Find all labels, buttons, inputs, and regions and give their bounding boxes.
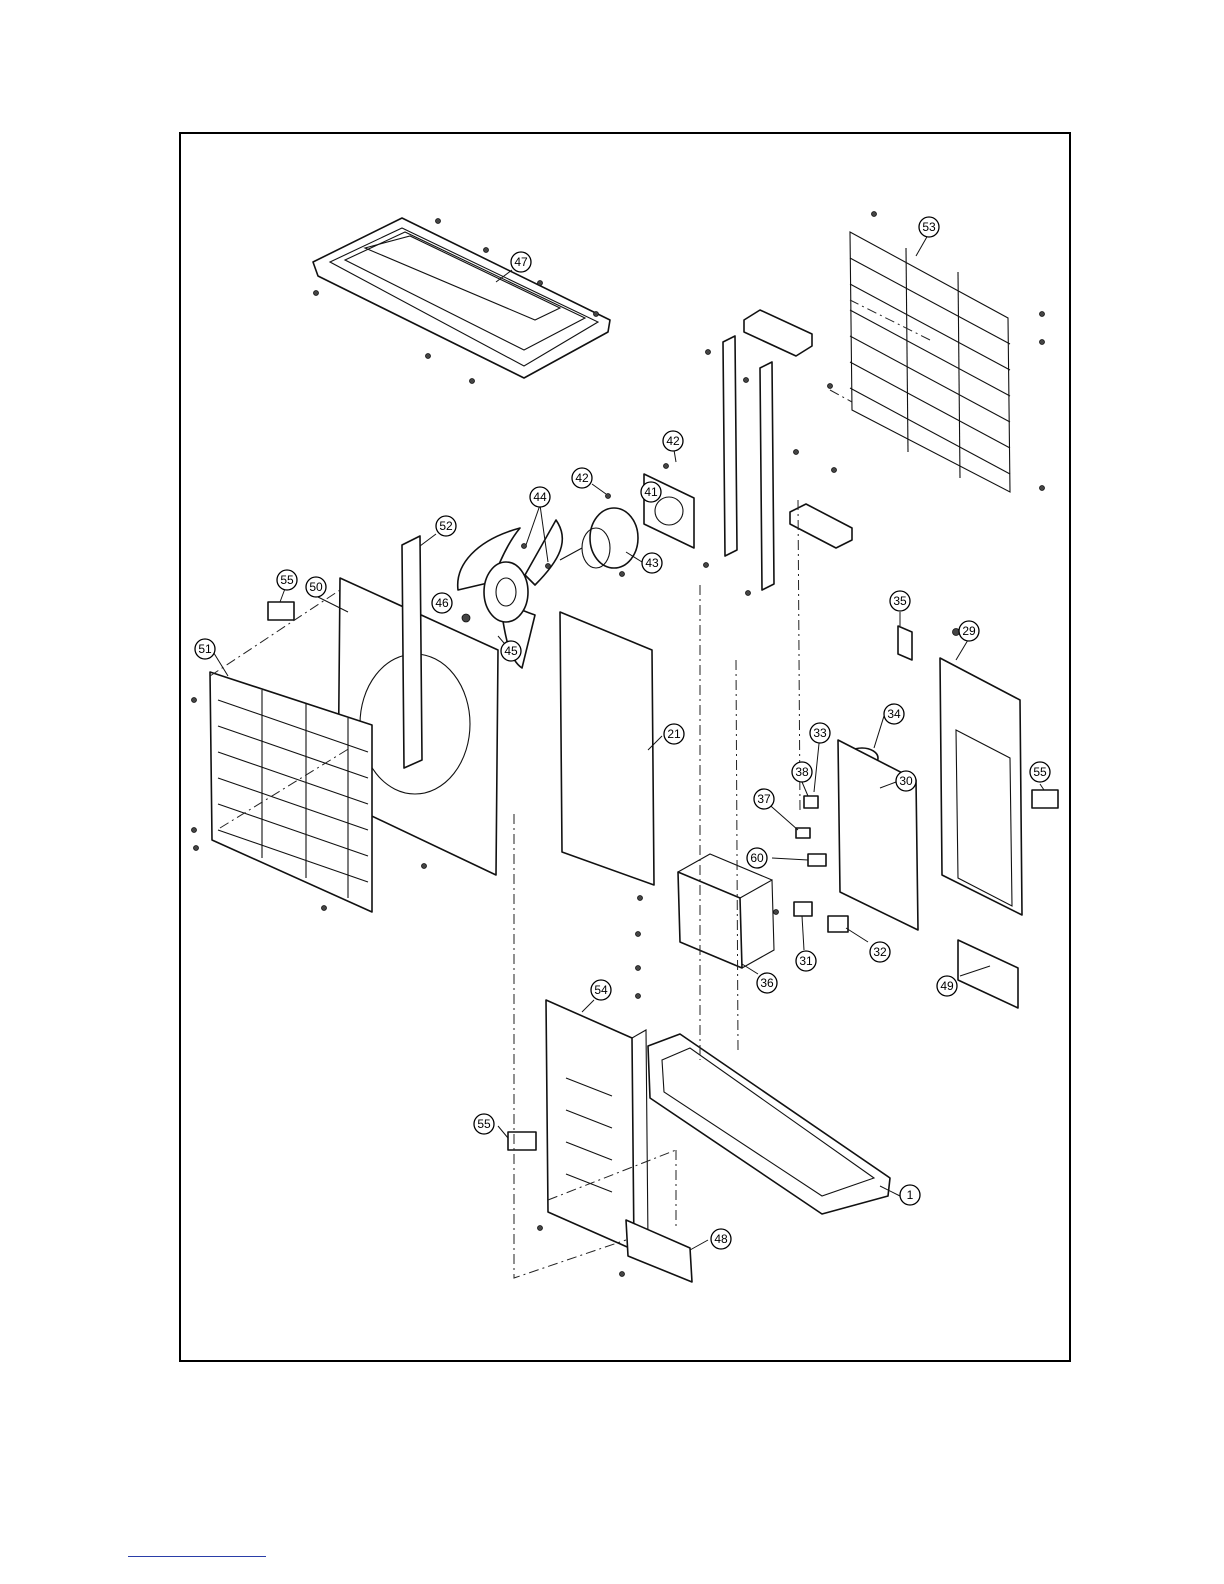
svg-text:32: 32 (873, 945, 887, 959)
callout-49: 49 (937, 976, 957, 996)
plug-55-bottom (508, 1132, 536, 1150)
left-side-panel (546, 1000, 648, 1250)
callout-31: 31 (796, 951, 816, 971)
partition-panel (560, 612, 654, 885)
svg-text:37: 37 (757, 792, 771, 806)
callout-44: 44 (530, 487, 550, 507)
svg-text:54: 54 (594, 983, 608, 997)
plug-55-left (268, 602, 294, 620)
callout-48: 48 (711, 1229, 731, 1249)
control-box-panel (838, 740, 918, 930)
callout-38: 38 (792, 762, 812, 782)
svg-text:35: 35 (893, 594, 907, 608)
svg-text:47: 47 (514, 255, 528, 269)
callout-29: 29 (959, 621, 979, 641)
svg-text:60: 60 (750, 851, 764, 865)
right-side-panel (940, 658, 1022, 915)
callout-51: 51 (195, 639, 215, 659)
terminal-block-31 (794, 902, 812, 916)
top-panel (313, 218, 610, 378)
callout-54: 54 (591, 980, 611, 1000)
callout-46: 46 (432, 593, 452, 613)
svg-text:33: 33 (813, 726, 827, 740)
svg-text:55: 55 (280, 573, 294, 587)
svg-text:51: 51 (198, 642, 212, 656)
callout-42-lower: 42 (572, 468, 592, 488)
callout-21: 21 (664, 724, 684, 744)
callout-35: 35 (890, 591, 910, 611)
callout-43: 43 (642, 553, 662, 573)
svg-text:31: 31 (799, 954, 813, 968)
terminal-38 (804, 796, 818, 808)
svg-text:46: 46 (435, 596, 449, 610)
callout-33: 33 (810, 723, 830, 743)
callout-50: 50 (306, 577, 326, 597)
svg-text:30: 30 (899, 774, 913, 788)
svg-text:52: 52 (439, 519, 453, 533)
relay-60 (808, 854, 826, 866)
svg-text:50: 50 (309, 580, 323, 594)
callout-34: 34 (884, 704, 904, 724)
callout-60: 60 (747, 848, 767, 868)
svg-text:1: 1 (907, 1188, 914, 1202)
fan-motor (560, 508, 638, 568)
callout-32: 32 (870, 942, 890, 962)
callout-45: 45 (501, 641, 521, 661)
footer-rule (128, 1556, 266, 1557)
corner-cover (626, 1220, 692, 1282)
svg-text:34: 34 (887, 707, 901, 721)
callout-36: 36 (757, 973, 777, 993)
callout-37: 37 (754, 789, 774, 809)
svg-text:55: 55 (1033, 765, 1047, 779)
callout-55-bottom: 55 (474, 1114, 494, 1134)
svg-text:21: 21 (667, 727, 681, 741)
terminal-block-32 (828, 916, 848, 932)
capacitor-bracket (898, 626, 912, 660)
svg-text:49: 49 (940, 979, 954, 993)
callout-47: 47 (511, 252, 531, 272)
svg-text:53: 53 (922, 220, 936, 234)
rear-wire-grille (850, 232, 1010, 492)
callout-52: 52 (436, 516, 456, 536)
callout-55-left: 55 (277, 570, 297, 590)
svg-text:29: 29 (962, 624, 976, 638)
callout-30: 30 (896, 771, 916, 791)
svg-text:38: 38 (795, 765, 809, 779)
svg-text:43: 43 (645, 556, 659, 570)
callout-55-right: 55 (1030, 762, 1050, 782)
base-pan (648, 1034, 890, 1214)
svg-text:48: 48 (714, 1232, 728, 1246)
plug-55-right (1032, 790, 1058, 808)
svg-text:36: 36 (760, 976, 774, 990)
svg-text:42: 42 (575, 471, 589, 485)
callout-1: 1 (900, 1185, 920, 1205)
callout-41: 41 (641, 482, 661, 502)
svg-text:41: 41 (644, 485, 658, 499)
callout-42-upper: 42 (663, 431, 683, 451)
svg-text:42: 42 (666, 434, 680, 448)
fan-nut (462, 614, 470, 622)
callout-53: 53 (919, 217, 939, 237)
svg-text:55: 55 (477, 1117, 491, 1131)
svg-text:44: 44 (533, 490, 547, 504)
control-board (678, 854, 774, 968)
vertical-rails (723, 310, 852, 590)
svg-text:45: 45 (504, 644, 518, 658)
